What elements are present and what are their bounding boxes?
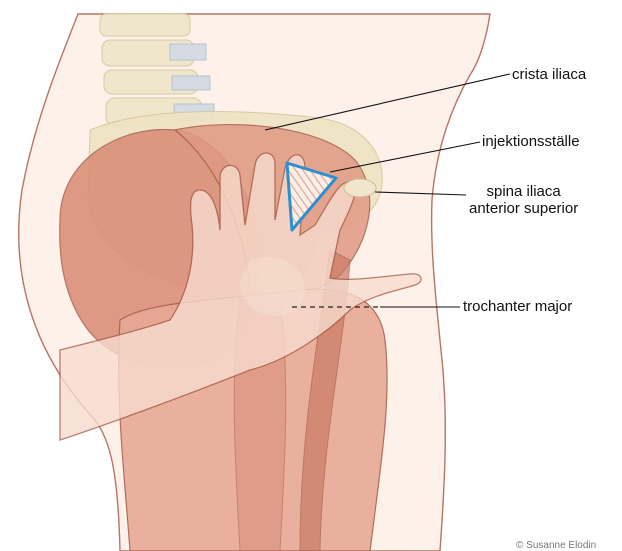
label-spina-iliaca: spina iliaca anterior superior	[469, 183, 578, 217]
label-injection-site: injektionsställe	[482, 133, 580, 150]
image-credit: © Susanne Elodin	[516, 540, 596, 551]
label-spina-line1: spina iliaca	[469, 183, 578, 200]
label-trochanter-major: trochanter major	[463, 298, 572, 315]
spina-iliaca-marker	[344, 179, 376, 197]
label-spina-line2: anterior superior	[469, 200, 578, 217]
label-crista-iliaca: crista iliaca	[512, 66, 586, 83]
